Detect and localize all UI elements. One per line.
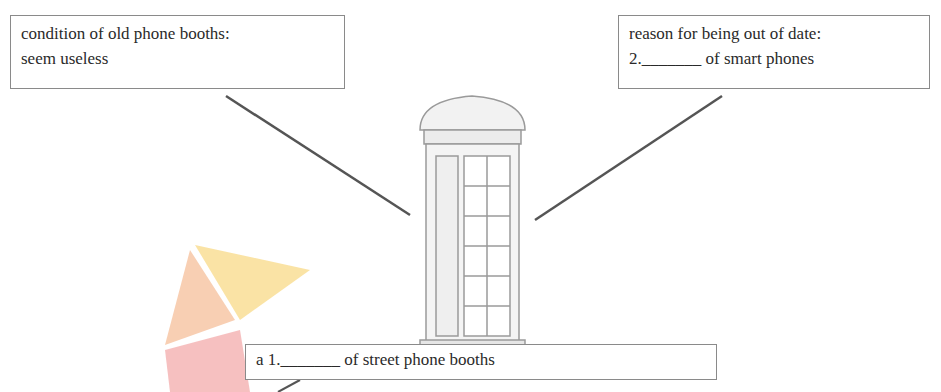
phone-booth — [420, 96, 525, 348]
leader-line — [278, 380, 300, 392]
watermark-logo — [165, 250, 235, 345]
leader-line — [226, 96, 410, 215]
box-heading: reason for being out of date: — [629, 22, 919, 47]
watermark-logo — [165, 330, 250, 392]
box-text: a 1._______ of street phone booths — [256, 348, 706, 373]
box-heading: condition of old phone booths: — [21, 22, 334, 47]
text-box: reason for being out of date:2._______ o… — [618, 15, 930, 89]
leader-line — [535, 96, 722, 220]
box-text: 2._______ of smart phones — [629, 47, 919, 72]
box-text: seem useless — [21, 47, 334, 72]
text-box: a 1._______ of street phone booths — [245, 344, 717, 380]
text-box: condition of old phone booths:seem usele… — [10, 15, 345, 89]
